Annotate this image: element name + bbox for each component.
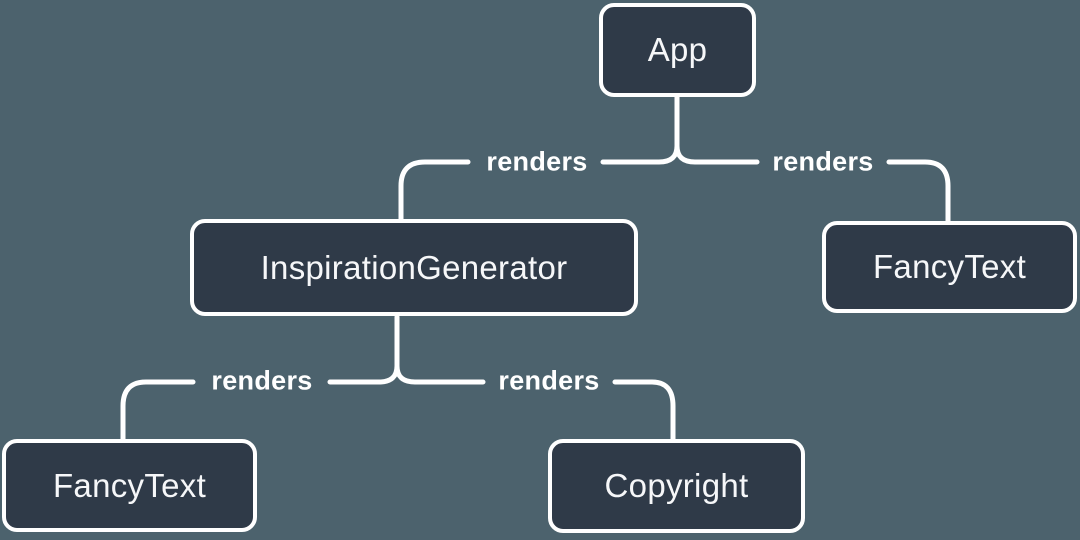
edge-app-fancytext-segment-left	[674, 143, 760, 165]
edge-inspirationgenerator-copyright-segment-left	[394, 363, 486, 385]
edge-label-renders-app-inspirationgenerator: renders	[486, 146, 588, 177]
node-inspiration-generator: InspirationGenerator	[190, 219, 638, 316]
edge-app-inspirationgenerator-segment-left	[398, 159, 471, 223]
node-fancy-text-bottom-label: FancyText	[52, 466, 207, 504]
edge-label-renders-inspirationgenerator-fancytext: renders	[211, 365, 313, 396]
edge-inspirationgenerator-copyright-segment-right	[612, 379, 676, 443]
node-copyright-label: Copyright	[604, 467, 749, 504]
node-app-label: App	[647, 31, 708, 68]
edge-inspirationgenerator-fancytext-segment-right	[327, 314, 400, 385]
node-inspiration-generator-label: InspirationGenerator	[260, 248, 568, 286]
node-copyright: Copyright	[548, 439, 805, 533]
edge-inspirationgenerator-fancytext-segment-left	[120, 379, 196, 443]
node-fancy-text-bottom: FancyText	[2, 439, 257, 532]
edge-app-fancytext-segment-right	[886, 159, 951, 225]
node-app: App	[599, 3, 756, 97]
edge-label-renders-inspirationgenerator-copyright: renders	[498, 365, 600, 396]
edge-label-renders-app-fancytext: renders	[772, 146, 874, 177]
edge-app-inspirationgenerator-segment-right	[600, 94, 680, 165]
node-fancy-text-top: FancyText	[822, 221, 1077, 313]
node-fancy-text-top-label: FancyText	[872, 248, 1027, 285]
